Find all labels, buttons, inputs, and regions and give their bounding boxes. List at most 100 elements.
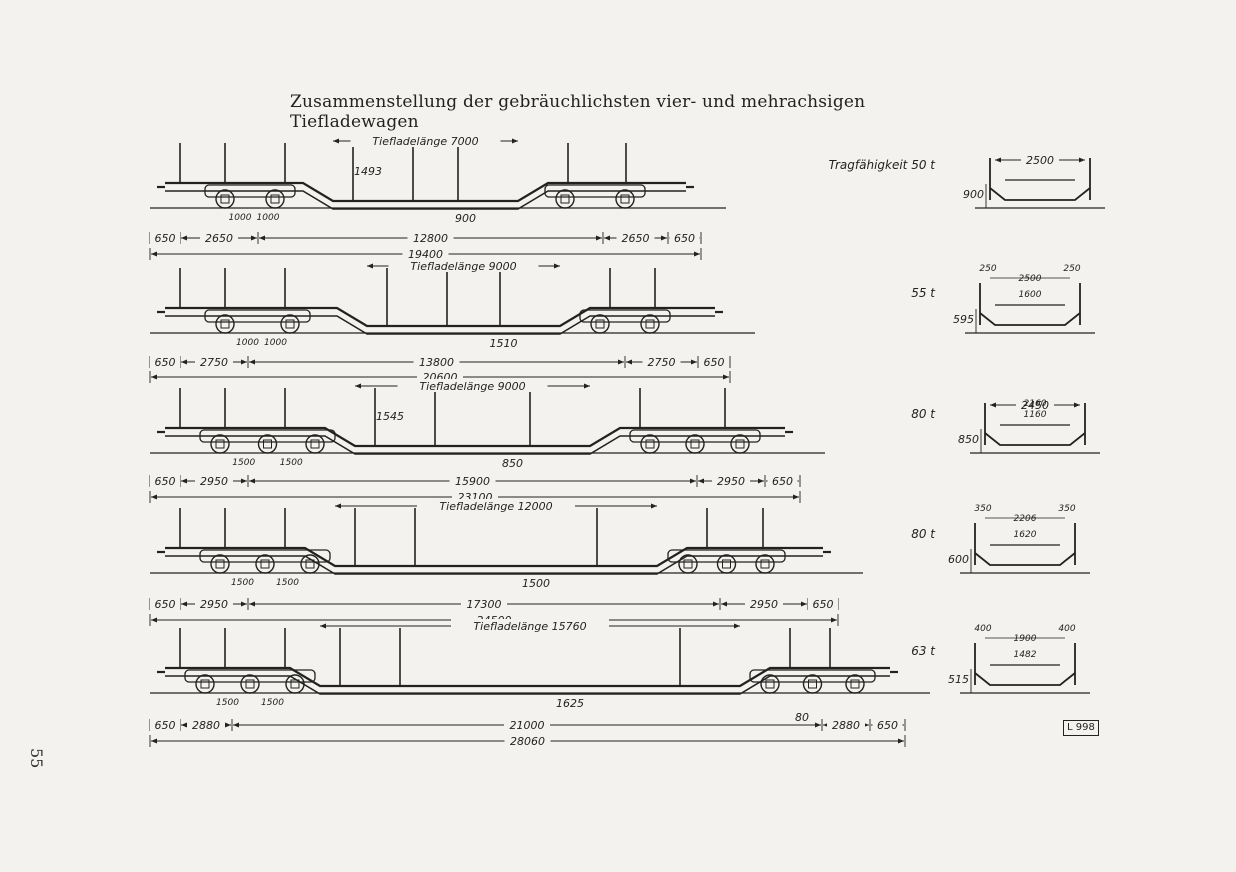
section-inner-label: 1620 xyxy=(1014,530,1037,540)
axle-box xyxy=(263,439,272,449)
arrowhead xyxy=(249,359,255,365)
axle-box xyxy=(645,319,655,329)
wheel xyxy=(240,674,260,694)
label-bg xyxy=(1021,153,1059,166)
arrowhead xyxy=(151,251,157,257)
axle-box xyxy=(722,559,731,569)
dimension-label: 19400 xyxy=(408,248,443,261)
arrowhead xyxy=(723,374,729,380)
wheel xyxy=(845,674,865,694)
section-inner-label: 2160 xyxy=(1024,399,1047,409)
extra-dimension-label: 80 xyxy=(795,711,809,724)
wheel xyxy=(640,314,660,334)
arrowhead xyxy=(233,722,239,728)
section-top-label: 350 xyxy=(1058,504,1075,514)
label-bg xyxy=(195,597,233,610)
deck-height-label: 1493 xyxy=(354,165,382,178)
arrowhead xyxy=(1074,402,1080,408)
axle-box xyxy=(690,439,700,449)
arrowhead xyxy=(1079,157,1085,163)
label-bg xyxy=(150,231,180,244)
arrowhead xyxy=(694,251,700,257)
wheel xyxy=(300,554,320,574)
axle-spacing-label: 1000 xyxy=(236,338,259,348)
axle-spacing-label: 1500 xyxy=(276,578,299,588)
axle-box xyxy=(285,319,295,329)
axle-box xyxy=(200,679,210,689)
bogie-frame xyxy=(199,549,331,563)
section-top-label: 2500 xyxy=(1019,274,1042,284)
bogie-frame xyxy=(204,184,296,198)
section-height-label: 850 xyxy=(958,433,979,446)
section-top-label: 350 xyxy=(974,504,991,514)
dimension-label: 17300 xyxy=(467,598,502,611)
axle-box xyxy=(260,559,270,569)
dimension-label: Tiefladelänge 9000 xyxy=(419,380,525,393)
label-bg xyxy=(616,231,655,244)
bogie-frame xyxy=(544,184,646,198)
label-bg xyxy=(195,355,233,368)
axle-spacing-label: 1000 xyxy=(229,213,252,223)
section-inner-label: 1160 xyxy=(1024,410,1047,420)
arrowhead xyxy=(554,263,560,269)
arrowhead xyxy=(320,623,326,629)
axle-box xyxy=(290,679,300,689)
wheel xyxy=(685,434,705,454)
arrowhead xyxy=(651,503,657,509)
wheel xyxy=(195,674,215,694)
arrowhead xyxy=(151,617,157,623)
axle-box xyxy=(850,679,860,689)
axle-box xyxy=(560,194,570,204)
dimension-label: 650 xyxy=(155,598,176,611)
label-bg xyxy=(407,231,454,244)
label-bg xyxy=(449,474,496,487)
dimension-label: Tiefladelänge 12000 xyxy=(439,500,552,513)
arrowhead xyxy=(241,478,247,484)
arrowhead xyxy=(815,722,821,728)
bogie-frame xyxy=(184,669,316,683)
arrowhead xyxy=(241,359,247,365)
section-top-label: 1900 xyxy=(1014,634,1037,644)
wheel xyxy=(678,554,698,574)
axle-box xyxy=(645,439,655,449)
section-profile xyxy=(979,312,1081,326)
bogie-frame xyxy=(629,429,761,443)
frame-lower xyxy=(165,555,823,575)
capacity-label: 55 t xyxy=(911,286,936,300)
dimension-label: 15900 xyxy=(455,475,490,488)
wheel xyxy=(802,674,823,694)
dimension-label: 650 xyxy=(877,719,898,732)
label-bg xyxy=(187,718,225,731)
wheel xyxy=(215,314,235,334)
label-bg xyxy=(669,231,700,244)
arrowhead xyxy=(249,601,255,607)
arrowhead xyxy=(734,623,740,629)
dimension-label: 650 xyxy=(772,475,793,488)
frame-upper xyxy=(165,181,686,203)
arrowhead xyxy=(721,601,727,607)
section-height-label: 900 xyxy=(963,188,984,201)
axle-spacing-label: 1500 xyxy=(231,578,254,588)
page-title: Zusammenstellung der gebräuchlichsten vi… xyxy=(290,92,866,132)
dimension-label: 2750 xyxy=(200,356,228,369)
section-profile xyxy=(989,187,1091,201)
axle-box xyxy=(683,559,693,569)
capacity-label: 80 t xyxy=(911,527,936,541)
label-bg xyxy=(504,734,551,747)
dimension-label: Tiefladelänge 9000 xyxy=(410,260,516,273)
arrowhead xyxy=(691,359,697,365)
section-inner-label: 1600 xyxy=(1019,290,1042,300)
label-bg xyxy=(872,718,903,731)
label-bg xyxy=(417,499,575,512)
dimension-label: 12800 xyxy=(413,232,448,245)
label-bg xyxy=(745,597,783,610)
arrowhead xyxy=(181,235,187,241)
arrowhead xyxy=(596,235,602,241)
wheel xyxy=(640,434,660,454)
label-bg xyxy=(150,718,180,731)
